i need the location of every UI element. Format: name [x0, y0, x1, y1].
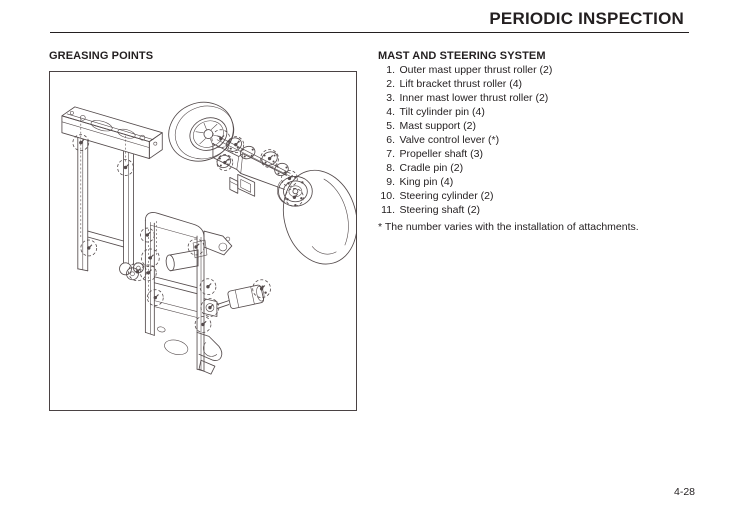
- item-label: Tilt cylinder pin (4): [399, 106, 485, 118]
- attachments-footnote: * The number varies with the installatio…: [378, 221, 639, 233]
- item-label: Steering cylinder (2): [399, 190, 494, 202]
- item-number: 11.: [381, 204, 395, 216]
- page-title: PERIODIC INSPECTION: [489, 9, 684, 28]
- lift-bracket-drawing: [144, 212, 267, 375]
- item-number: 7.: [386, 148, 395, 160]
- item-label: Steering shaft (2): [399, 204, 481, 216]
- item-label: Inner mast lower thrust roller (2): [399, 92, 549, 104]
- list-item: 3. Inner mast lower thrust roller (2): [378, 91, 552, 105]
- item-label: King pin (4): [399, 176, 454, 188]
- list-item: 6. Valve control lever (*): [378, 133, 552, 147]
- item-number: 10.: [380, 190, 395, 202]
- list-item: 10. Steering cylinder (2): [378, 189, 552, 203]
- list-item: 1. Outer mast upper thrust roller (2): [378, 63, 552, 77]
- item-number: 6.: [386, 134, 395, 146]
- item-label: Valve control lever (*): [399, 134, 500, 146]
- grease-point-markers: [72, 129, 304, 333]
- item-label: Propeller shaft (3): [399, 148, 483, 160]
- item-number: 9.: [386, 176, 395, 188]
- item-number: 4.: [386, 106, 395, 118]
- list-item: 8. Cradle pin (2): [378, 161, 552, 175]
- item-number: 5.: [386, 120, 395, 132]
- list-item: 9. King pin (4): [378, 175, 552, 189]
- list-item: 2. Lift bracket thrust roller (4): [378, 77, 552, 91]
- list-item: 4. Tilt cylinder pin (4): [378, 105, 552, 119]
- item-label: Cradle pin (2): [399, 162, 464, 174]
- greasing-items-list: 1. Outer mast upper thrust roller (2) 2.…: [378, 63, 552, 217]
- list-item: 11. Steering shaft (2): [378, 203, 552, 217]
- greasing-points-heading: GREASING POINTS: [49, 50, 154, 62]
- item-label: Mast support (2): [399, 120, 476, 132]
- item-number: 1.: [386, 64, 395, 76]
- outer-mast-drawing: [61, 106, 163, 281]
- item-number: 3.: [386, 92, 395, 104]
- greasing-points-figure-box: [49, 71, 357, 411]
- steering-axle-drawing: [168, 101, 356, 265]
- list-item: 5. Mast support (2): [378, 119, 552, 133]
- page-number: 4-28: [673, 486, 695, 498]
- greasing-points-diagram: [61, 101, 356, 375]
- item-label: Lift bracket thrust roller (4): [399, 78, 523, 90]
- item-number: 8.: [386, 162, 395, 174]
- list-item: 7. Propeller shaft (3): [378, 147, 552, 161]
- mast-steering-heading: MAST AND STEERING SYSTEM: [378, 50, 546, 62]
- item-number: 2.: [386, 78, 395, 90]
- item-label: Outer mast upper thrust roller (2): [399, 64, 553, 76]
- header-rule: [50, 32, 689, 33]
